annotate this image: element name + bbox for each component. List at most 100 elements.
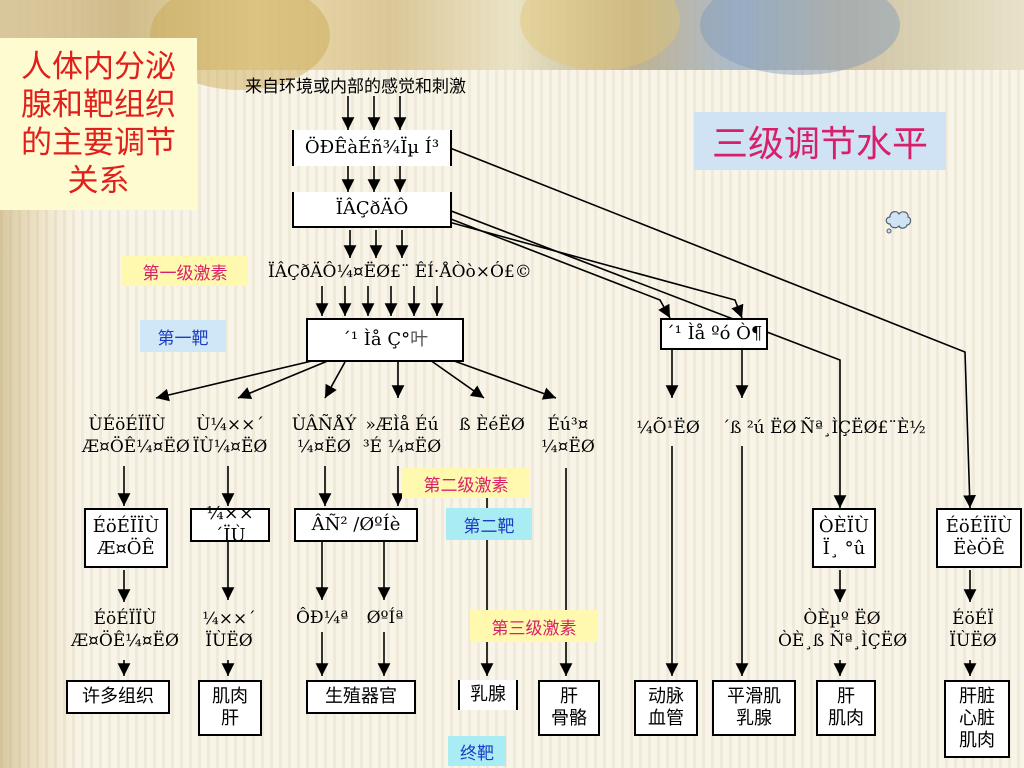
hormone-line: Ù¼××´ xyxy=(196,415,264,435)
hormone-line: ¼¤ËØ xyxy=(541,437,595,457)
regulation-level-text: 三级调节水平 xyxy=(711,124,928,165)
posterior-pituitary-box: ´¹ Ìå ºó Ò¶ xyxy=(660,318,768,350)
hormone-line: ÏÙËØ xyxy=(949,631,997,651)
final-target-text: 平滑肌 乳腺 xyxy=(727,686,781,729)
second-target-line: Æ¤ÖÊ xyxy=(97,538,155,559)
second-target-box-1: ÉöÉÏÏÙ Æ¤ÖÊ xyxy=(84,508,168,568)
hormone-line: ÙÂÑÅÝ xyxy=(291,415,357,435)
stimulus-text: 来自环境或内部的感觉和刺激 xyxy=(245,77,466,97)
final-target-1: 许多组织 xyxy=(66,680,170,714)
hormone-line: Ñª¸ÌÇËØ£¨È½ xyxy=(800,418,926,438)
anterior-hormone-3: ÙÂÑÅÝ ¼¤ËØ xyxy=(282,414,366,458)
right-third-hormone-2: ÉöÉÏ ÏÙËØ xyxy=(940,608,1006,652)
arrow xyxy=(449,147,976,509)
third-hormone-3: ÔÐ¼ª xyxy=(296,608,348,628)
posterior-hormone-3: Ñª¸ÌÇËØ£¨È½ xyxy=(800,418,926,438)
hormone-line: ÉöÉÏÏÙ xyxy=(93,609,157,629)
second-target-line: ËèÖÊ xyxy=(953,538,1005,559)
final-target-text: 肝 肌肉 xyxy=(828,686,864,729)
first-target-label: 第一靶 xyxy=(157,328,209,349)
second-hormone-tag: 第二级激素 xyxy=(402,468,530,498)
anterior-hormone-1: ÙÉöÉÏÏÙ Æ¤ÖÊ¼¤ËØ xyxy=(82,414,190,458)
anterior-pituitary-label: ´¹ Ìå Ç° xyxy=(341,329,411,350)
final-target-5: 肝 骨骼 xyxy=(538,680,600,736)
third-hormone-label: 第三级激素 xyxy=(491,618,577,639)
final-target-2: 肌肉 肝 xyxy=(198,680,262,736)
cns-label: ÖÐÊàÉñ¾­Ïµ Í³ xyxy=(304,137,440,158)
anterior-pituitary-suffix: 叶 xyxy=(410,329,429,350)
cns-box: ÖÐÊàÉñ¾­Ïµ Í³ xyxy=(292,130,452,166)
first-hormone-label: 第一级激素 xyxy=(142,263,228,284)
final-target-text: 肌肉 肝 xyxy=(212,686,248,729)
arrow xyxy=(429,359,485,399)
second-target-box-2: ¼××´ÏÙ xyxy=(190,503,270,546)
third-hormone-2: ¼××´ ÏÙËØ xyxy=(194,608,264,652)
final-target-text: 肝脏 心脏 肌肉 xyxy=(959,686,995,751)
right-third-hormone-1: ÒÈµº ËØ ÒÈ¸ß Ñª¸ÌÇËØ xyxy=(778,608,908,652)
anterior-hormone-6: Éú³¤ ¼¤ËØ xyxy=(530,414,606,458)
posterior-pituitary-label: ´¹ Ìå ºó Ò¶ xyxy=(665,323,763,344)
anterior-pituitary-box: ´¹ Ìå Ç°叶 xyxy=(306,318,464,362)
thought-cloud-icon xyxy=(882,204,914,236)
anterior-hormone-5: ß ÈéËØ xyxy=(452,414,532,436)
second-target-line: ÂÑ² /ØºÍè xyxy=(311,514,401,535)
hormone-line: »ÆÌå Éú xyxy=(365,415,439,435)
regulation-level-label: 三级调节水平 xyxy=(694,112,946,170)
hypothalamus-box: ÏÂÇðÄÔ xyxy=(292,192,452,228)
hormone-line: ÙÉöÉÏÏÙ xyxy=(88,415,166,435)
final-target-text: 动脉 血管 xyxy=(648,686,684,729)
second-target-label: 第二靶 xyxy=(463,516,515,537)
hormone-line: ØºÍª xyxy=(366,608,404,628)
final-target-8: 肝 肌肉 xyxy=(816,680,876,736)
anterior-hormone-2: Ù¼××´ ÏÙ¼¤ËØ xyxy=(190,414,270,458)
hormone-line: ÉöÉÏ xyxy=(952,609,994,629)
arrow xyxy=(411,195,847,508)
final-target-3: 生殖器官 xyxy=(306,680,416,714)
second-target-line: ÉöÉÏÏÙ xyxy=(945,516,1013,537)
arrow xyxy=(237,359,331,400)
anterior-hormone-4: »ÆÌå Éú ³É ¼¤ËØ xyxy=(360,414,444,458)
final-target-label: 终靶 xyxy=(460,743,494,764)
first-target-tag: 第一靶 xyxy=(140,320,226,352)
third-hormone-1: ÉöÉÏÏÙ Æ¤ÖÊ¼¤ËØ xyxy=(68,608,182,652)
hormone-line: ÏÙËØ xyxy=(205,631,253,651)
second-target-box-3: ÂÑ² /ØºÍè xyxy=(294,508,418,542)
final-target-6: 动脉 血管 xyxy=(634,680,698,736)
right-second-target-box-1: ÒÈÏÙ Ï¸ °û xyxy=(812,508,876,568)
final-target-tag: 终靶 xyxy=(448,736,506,766)
hormone-line: ÏÙ¼¤ËØ xyxy=(192,437,268,457)
hormone-line: Æ¤ÖÊ¼¤ËØ xyxy=(71,631,179,651)
slide-title-text: 人体内分泌腺和靶组织的主要调节关系 xyxy=(21,49,176,199)
posterior-hormone-2: ´ß ²ú ËØ xyxy=(714,418,804,438)
final-target-text: 生殖器官 xyxy=(325,686,397,707)
final-target-4: 乳腺 xyxy=(458,680,518,710)
hormone-line: Éú³¤ xyxy=(547,415,589,435)
hormone-line: ÒÈ¸ß Ñª¸ÌÇËØ xyxy=(778,631,908,651)
hormone-line: ¼Õ¹ËØ xyxy=(636,418,700,438)
second-target-line: Ï¸ °û xyxy=(822,538,866,559)
hormone-line: ÒÈµº ËØ xyxy=(803,609,881,629)
second-target-tag: 第二靶 xyxy=(446,508,532,540)
arrow xyxy=(155,359,317,402)
second-target-line: ¼××´ÏÙ xyxy=(206,503,254,546)
third-hormone-4: ØºÍª xyxy=(360,608,410,628)
slide-title: 人体内分泌腺和靶组织的主要调节关系 xyxy=(0,38,197,210)
second-target-line: ÒÈÏÙ xyxy=(818,516,870,537)
hypothalamic-hormones-text: ÏÂÇðÄÔ¼¤ËØ£¨ ÊÍ·ÅÒò×Ó£© xyxy=(268,262,532,282)
final-target-7: 平滑肌 乳腺 xyxy=(712,680,796,736)
second-target-line: ÉöÉÏÏÙ xyxy=(92,516,160,537)
final-target-text: 许多组织 xyxy=(82,686,154,707)
arrow xyxy=(445,357,557,400)
third-hormone-tag: 第三级激素 xyxy=(470,610,598,642)
hormone-line: Æ¤ÖÊ¼¤ËØ xyxy=(82,437,190,457)
hormone-line: ³É ¼¤ËØ xyxy=(362,437,442,457)
hormone-line: ÔÐ¼ª xyxy=(296,608,349,628)
hormone-line: ¼¤ËØ xyxy=(297,437,351,457)
final-target-text: 肝 骨骼 xyxy=(551,686,587,729)
hypothalamus-label: ÏÂÇðÄÔ xyxy=(335,198,409,219)
hormone-line: ´ß ²ú ËØ xyxy=(721,418,797,438)
hormone-line: ¼××´ xyxy=(202,609,256,629)
second-hormone-label: 第二级激素 xyxy=(423,475,509,496)
arrow xyxy=(324,361,346,399)
